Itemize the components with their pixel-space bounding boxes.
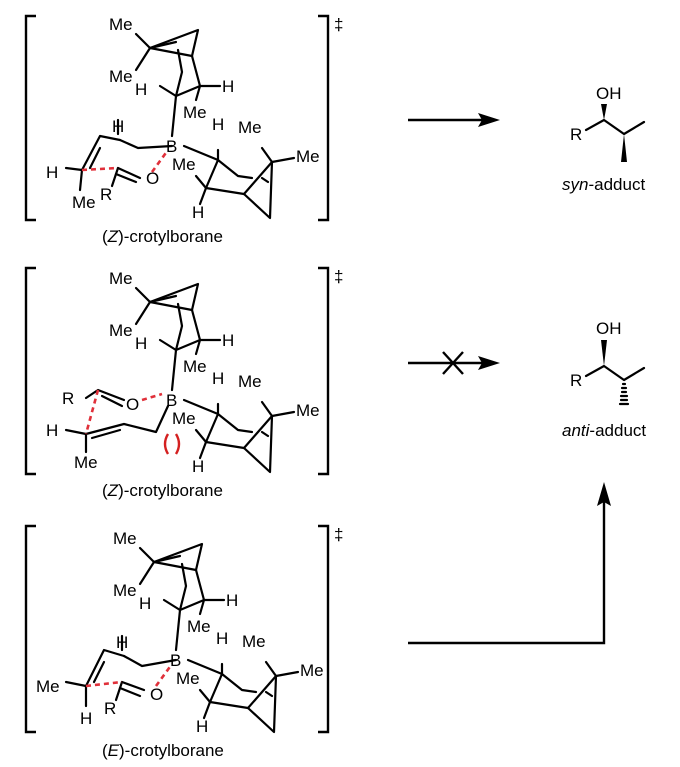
label-me: Me <box>36 677 60 696</box>
label-me: Me <box>113 529 137 548</box>
label-r: R <box>104 699 116 718</box>
label-me: Me <box>296 147 320 166</box>
left-bracket <box>24 266 36 476</box>
steric-clash-icon <box>163 433 181 455</box>
label-me: Me <box>74 453 98 472</box>
label-h: H <box>222 77 234 96</box>
label-r: R <box>570 371 582 390</box>
forming-ob-bond <box>141 392 163 402</box>
hashed-bond <box>618 382 630 406</box>
ts-double-dagger: ‡ <box>334 15 343 34</box>
product-name: anti-adduct <box>562 421 646 440</box>
product-name: syn-adduct <box>562 175 645 194</box>
label-me: Me <box>176 669 200 688</box>
label-h: H <box>46 421 58 440</box>
label-h: H <box>196 717 208 736</box>
label-me: Me <box>183 357 207 376</box>
label-h: H <box>216 629 228 648</box>
transition-state-z-syn: ‡ Me Me H H Me B H Me Me Me H H H Me R O… <box>24 14 343 246</box>
left-bracket <box>24 524 36 734</box>
label-me: Me <box>109 67 133 86</box>
arrow-e-to-anti <box>408 482 611 645</box>
label-me: Me <box>109 321 133 340</box>
label-h: H <box>212 115 224 134</box>
label-h: H <box>112 117 124 136</box>
label-h: H <box>212 369 224 388</box>
label-r: R <box>570 125 582 144</box>
label-me: Me <box>72 193 96 212</box>
label-o: O <box>146 169 159 188</box>
label-h: H <box>139 594 151 613</box>
label-me: Me <box>113 581 137 600</box>
ts-double-dagger: ‡ <box>334 267 343 286</box>
label-h: H <box>135 334 147 353</box>
label-h: H <box>192 203 204 222</box>
product-syn-adduct: OH R syn-adduct <box>562 84 645 194</box>
left-bracket <box>24 14 36 222</box>
label-boron: B <box>166 391 177 410</box>
blocked-cross-icon <box>442 351 464 375</box>
label-o: O <box>150 685 163 704</box>
label-h: H <box>192 457 204 476</box>
label-h: H <box>46 163 58 182</box>
label-h: H <box>135 80 147 99</box>
label-me: Me <box>172 155 196 174</box>
label-h: H <box>226 591 238 610</box>
label-h: H <box>80 709 92 728</box>
panel-caption: (Z)-crotylborane <box>102 227 223 246</box>
label-me: Me <box>296 401 320 420</box>
forming-ob-bond <box>150 149 170 173</box>
arrow-to-anti-blocked <box>408 351 500 375</box>
forming-cc-bond <box>84 389 100 435</box>
label-boron: B <box>166 137 177 156</box>
label-me: Me <box>300 661 324 680</box>
label-h: H <box>222 331 234 350</box>
transition-state-e-anti: ‡ Me Me H H Me B H Me Me Me H H Me H R O… <box>24 524 343 760</box>
right-bracket <box>318 14 330 222</box>
label-me: Me <box>187 617 211 636</box>
right-bracket <box>318 524 330 734</box>
label-me: Me <box>238 118 262 137</box>
label-h: H <box>116 633 128 652</box>
forming-cc-bond <box>85 680 123 688</box>
label-me: Me <box>183 103 207 122</box>
forming-cc-bond <box>81 166 119 172</box>
label-r: R <box>100 185 112 204</box>
label-me: Me <box>109 15 133 34</box>
label-boron: B <box>170 651 181 670</box>
label-oh: OH <box>596 319 622 338</box>
product-anti-adduct: OH R anti-adduct <box>562 319 646 440</box>
label-r: R <box>62 389 74 408</box>
forming-ob-bond <box>154 663 174 687</box>
right-bracket <box>318 266 330 476</box>
arrow-to-syn <box>408 113 500 127</box>
label-me: Me <box>238 372 262 391</box>
label-oh: OH <box>596 84 622 103</box>
label-me: Me <box>172 409 196 428</box>
label-me: Me <box>109 269 133 288</box>
label-me: Me <box>242 632 266 651</box>
label-o: O <box>126 395 139 414</box>
ts-double-dagger: ‡ <box>334 525 343 544</box>
transition-state-z-anti-disfavored: ‡ Me Me H H Me B H Me Me Me H H Me R O (… <box>24 266 343 500</box>
panel-caption: (Z)-crotylborane <box>102 481 223 500</box>
panel-caption: (E)-crotylborane <box>102 741 224 760</box>
